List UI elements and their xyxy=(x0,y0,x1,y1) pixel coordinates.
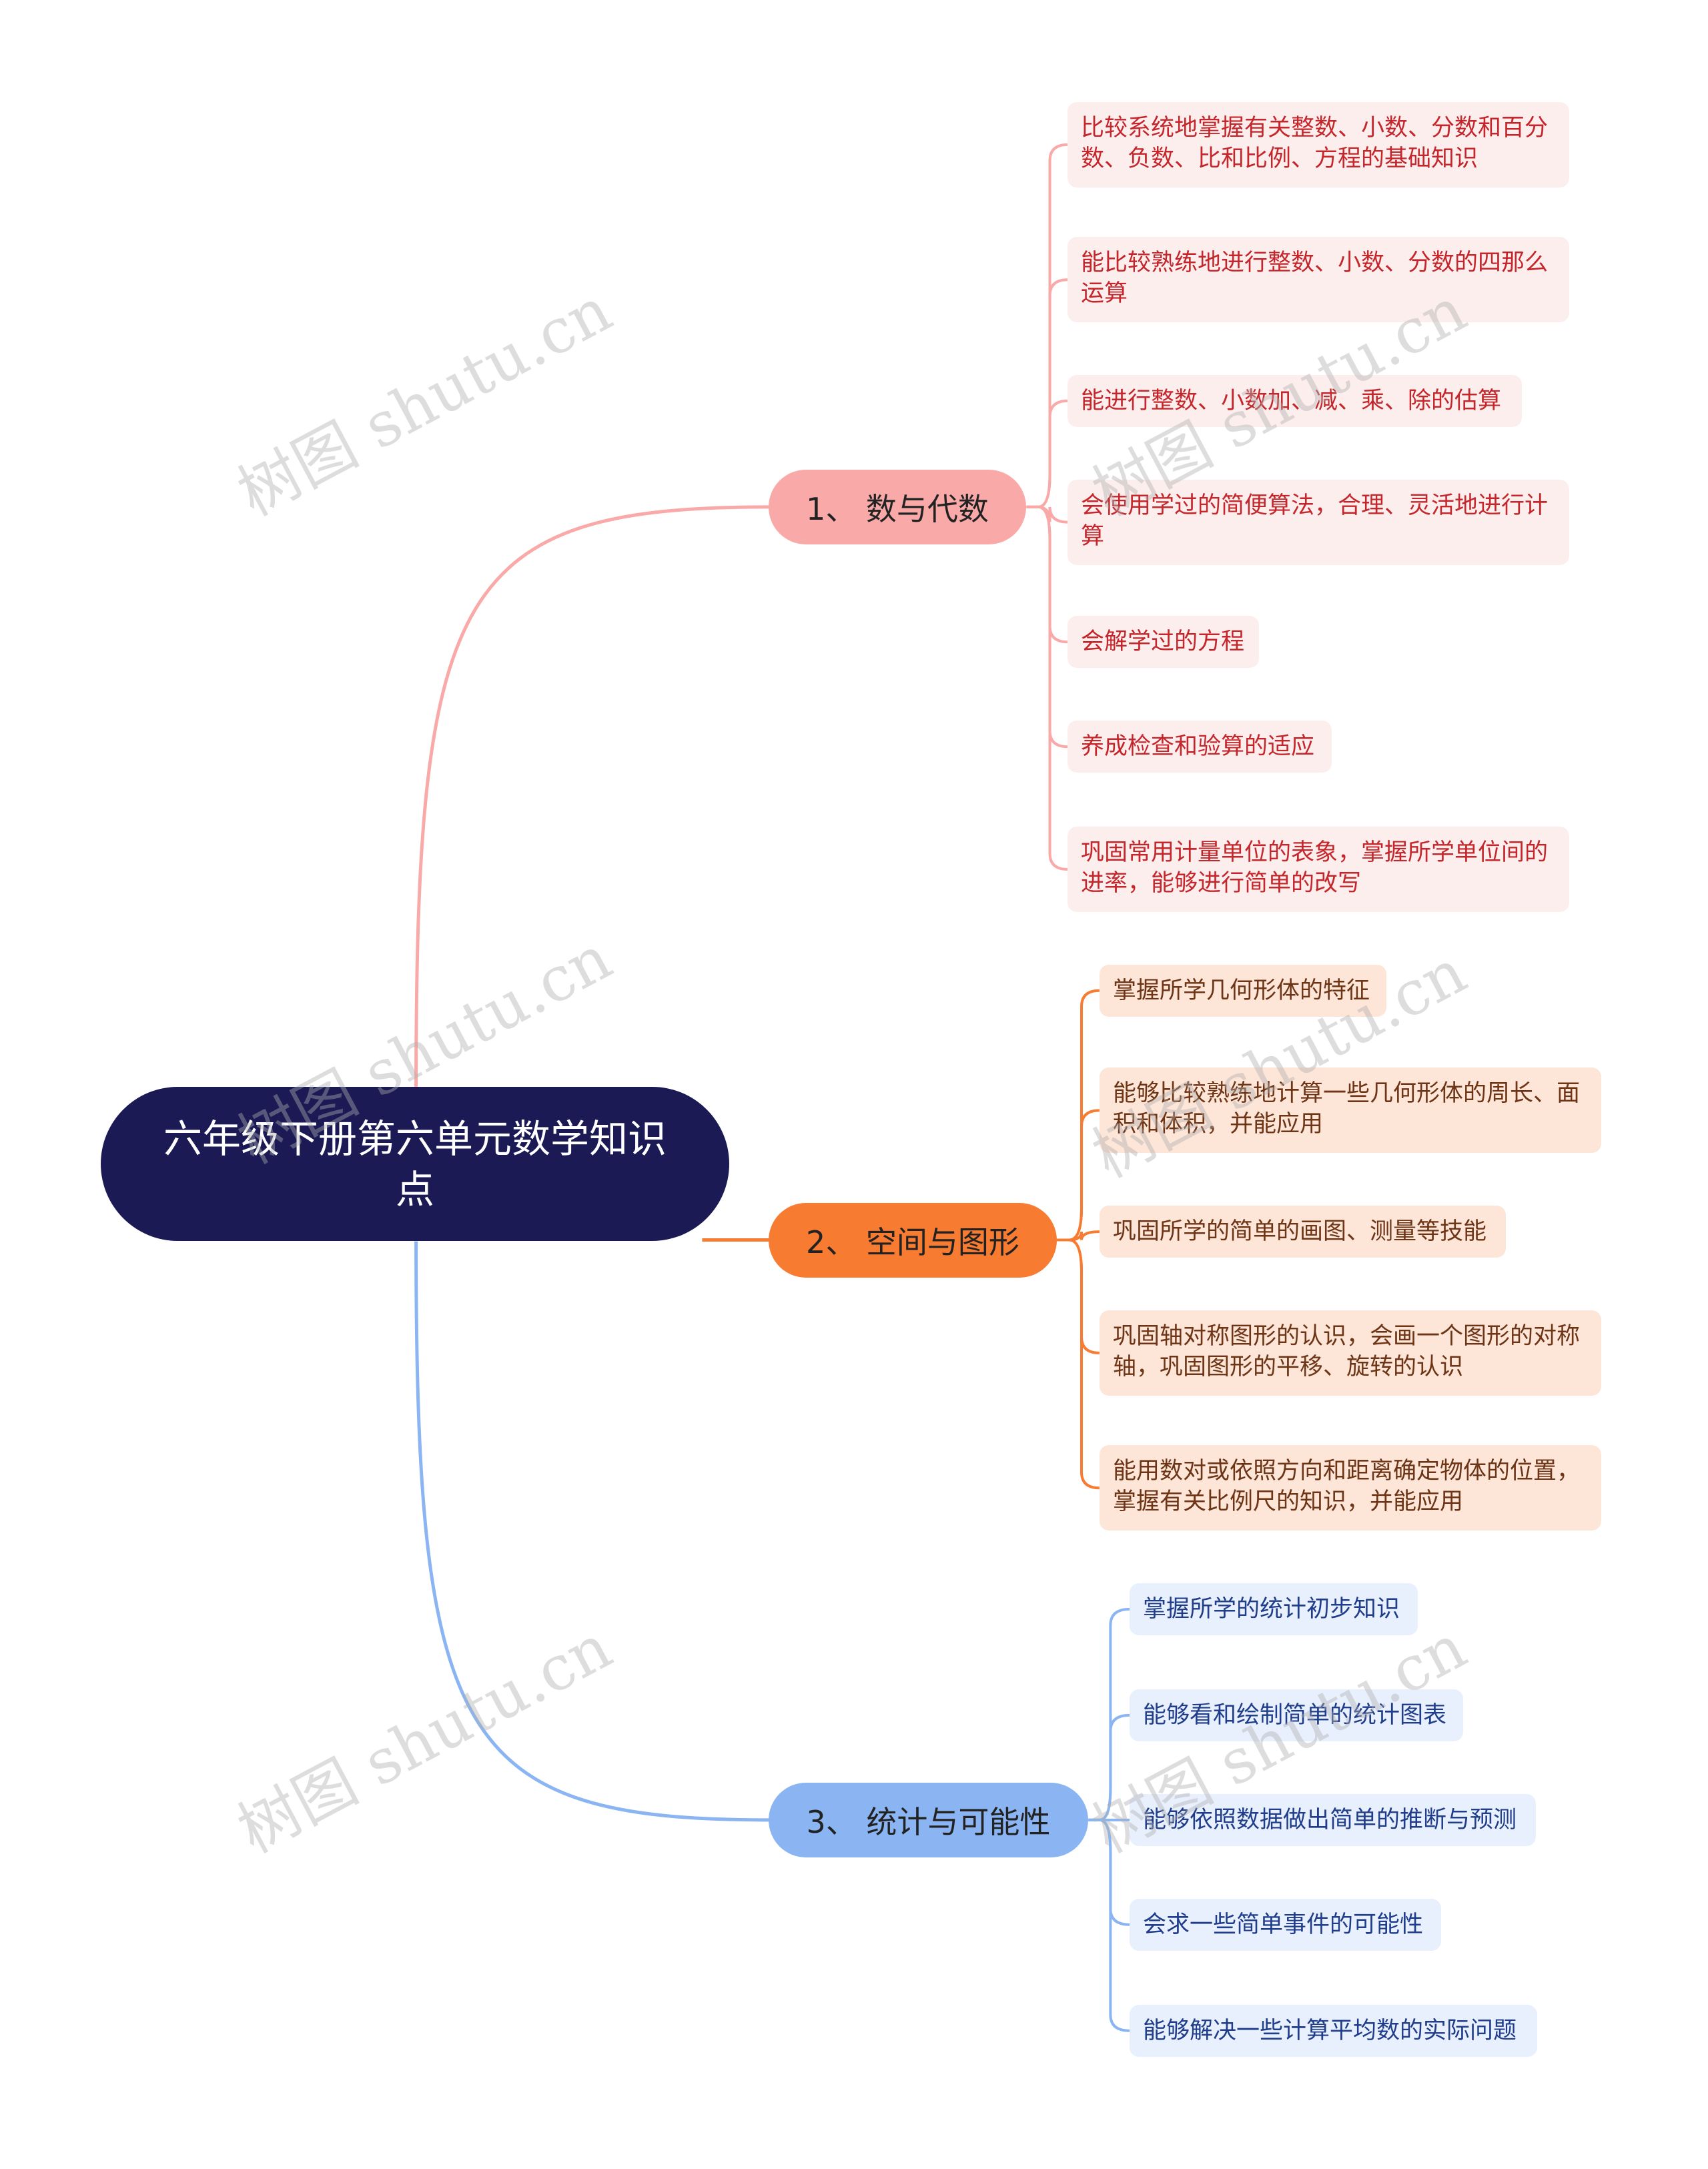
leaf-connector xyxy=(1026,505,1068,871)
leaf-topic[interactable]: 会求一些简单事件的可能性 xyxy=(1130,1899,1441,1951)
leaf-connector xyxy=(1026,399,1068,508)
branch-space-geometry[interactable]: 2、 空间与图形 xyxy=(769,1203,1057,1278)
leaf-connector xyxy=(1056,989,1100,1242)
leaf-connector xyxy=(1088,1713,1130,1821)
leaf-connector xyxy=(1026,278,1068,508)
leaf-topic[interactable]: 巩固常用计量单位的表象，掌握所学单位间的进率，能够进行简单的改写 xyxy=(1068,827,1569,912)
leaf-connector xyxy=(1056,1238,1100,1490)
leaf-topic[interactable]: 养成检查和验算的适应 xyxy=(1068,721,1332,773)
root-connector xyxy=(414,1241,769,1822)
branch-number-algebra[interactable]: 1、 数与代数 xyxy=(769,470,1026,544)
leaf-topic[interactable]: 掌握所学几何形体的特征 xyxy=(1100,965,1386,1017)
leaf-connector xyxy=(1088,1818,1130,2032)
leaf-connector xyxy=(1056,1109,1100,1242)
leaf-connector xyxy=(1056,1238,1100,1354)
leaf-topic[interactable]: 能够看和绘制简单的统计图表 xyxy=(1130,1689,1463,1741)
leaf-topic[interactable]: 会解学过的方程 xyxy=(1068,616,1259,668)
branch-statistics-probability[interactable]: 3、 统计与可能性 xyxy=(769,1783,1088,1857)
leaf-topic[interactable]: 能比较熟练地进行整数、小数、分数的四那么运算 xyxy=(1068,237,1569,322)
leaf-topic[interactable]: 能用数对或依照方向和距离确定物体的位置，掌握有关比例尺的知识，并能应用 xyxy=(1100,1445,1601,1531)
leaf-topic[interactable]: 掌握所学的统计初步知识 xyxy=(1130,1583,1418,1635)
leaf-connector xyxy=(1056,1230,1100,1242)
leaf-connector xyxy=(1026,505,1068,644)
leaf-topic[interactable]: 巩固所学的简单的画图、测量等技能 xyxy=(1100,1206,1506,1258)
leaf-topic[interactable]: 会使用学过的简便算法，合理、灵活地进行计算 xyxy=(1068,480,1569,565)
leaf-topic[interactable]: 比较系统地掌握有关整数、小数、分数和百分数、负数、比和比例、方程的基础知识 xyxy=(1068,102,1569,187)
leaf-topic[interactable]: 能够依照数据做出简单的推断与预测 xyxy=(1130,1794,1536,1846)
leaf-topic[interactable]: 能进行整数、小数加、减、乘、除的估算 xyxy=(1068,375,1522,427)
root-topic[interactable]: 六年级下册第六单元数学知识点 xyxy=(101,1087,729,1241)
leaf-topic[interactable]: 巩固轴对称图形的认识，会画一个图形的对称轴，巩固图形的平移、旋转的认识 xyxy=(1100,1310,1601,1396)
leaf-connector xyxy=(1026,143,1068,508)
leaf-connector xyxy=(1026,505,1068,749)
leaf-topic[interactable]: 能够比较熟练地计算一些几何形体的周长、面积和体积，并能应用 xyxy=(1100,1067,1601,1153)
leaf-topic[interactable]: 能够解决一些计算平均数的实际问题 xyxy=(1130,2005,1537,2057)
root-connector xyxy=(414,505,769,1088)
